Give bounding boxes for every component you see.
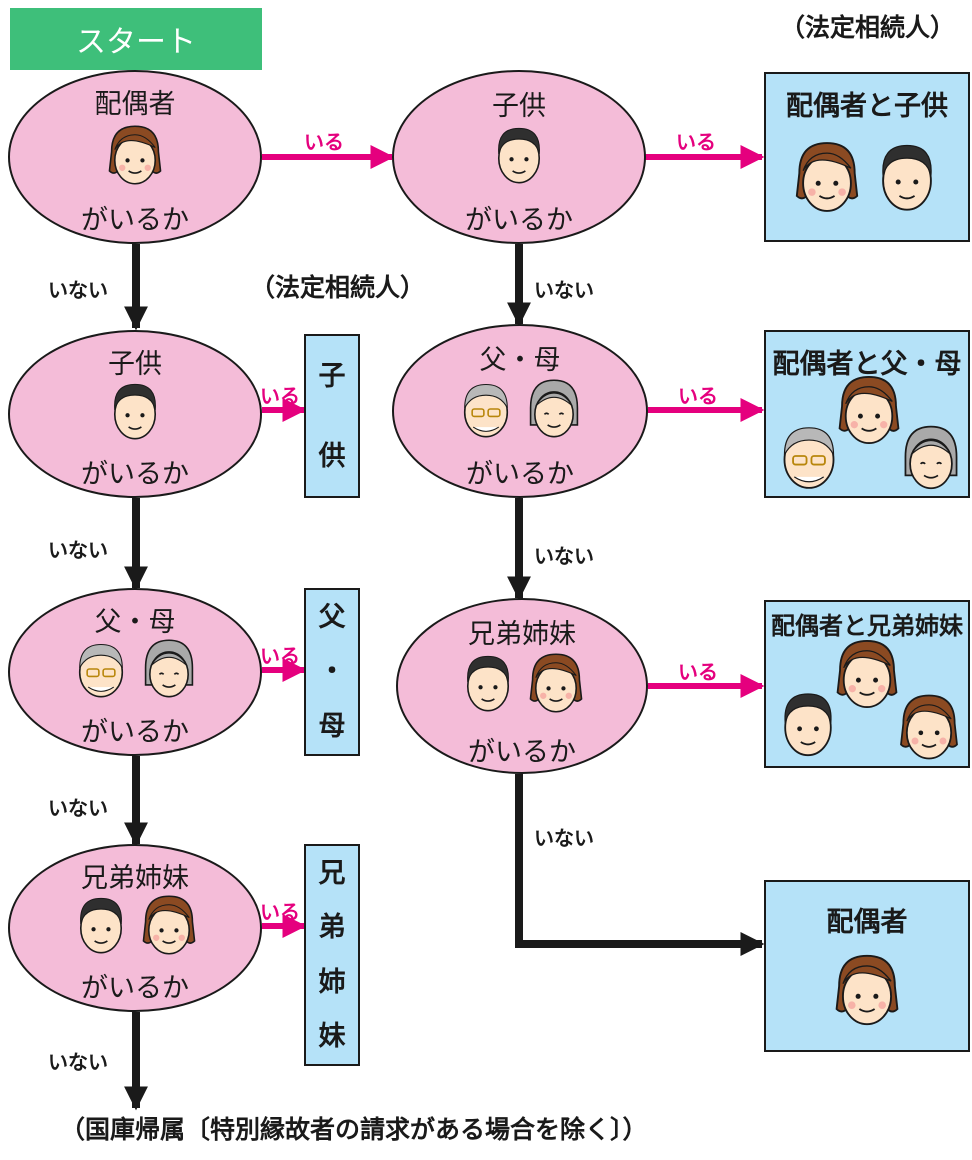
- node-child-right-question: がいるか: [465, 205, 573, 236]
- face-group: [766, 950, 968, 1030]
- man-face-icon: [466, 655, 510, 712]
- result-spouse-siblings-title: 配偶者と兄弟姉妹: [771, 612, 963, 640]
- grandmother-face-icon: [904, 425, 958, 490]
- no-label: いない: [48, 796, 108, 820]
- face-group: [398, 650, 646, 716]
- node-parents-left-question: がいるか: [81, 717, 189, 748]
- no-label: いない: [534, 826, 594, 850]
- grandfather-face-icon: [78, 643, 124, 698]
- yes-label: いる: [678, 384, 718, 408]
- woman-face-icon: [529, 653, 583, 713]
- result-spouse-only-title: 配偶者: [826, 907, 908, 938]
- face-group: [394, 122, 644, 188]
- footer-note: （国庫帰属〔特別縁故者の請求がある場合を除く〕）: [60, 1115, 648, 1144]
- node-child-left-title: 子供: [108, 349, 162, 380]
- heading-middle: （法定相続人）: [250, 273, 426, 302]
- node-parents-right-question: がいるか: [466, 459, 574, 490]
- no-label: いない: [48, 1050, 108, 1074]
- result-char: 母: [318, 711, 346, 743]
- yes-label: いる: [304, 130, 344, 154]
- grandmother-face-icon: [144, 639, 194, 698]
- result-spouse-parents: 配偶者と父・母: [764, 330, 970, 498]
- no-label: いない: [534, 278, 594, 302]
- face-group: [10, 122, 260, 188]
- node-parents-left-title: 父・母: [94, 607, 176, 638]
- result-spouse-parents-title: 配偶者と父・母: [772, 349, 962, 380]
- start-label: スタート: [10, 8, 262, 70]
- grandfather-face-icon: [783, 427, 835, 489]
- node-siblings-right-title: 兄弟姉妹: [468, 619, 576, 650]
- result-char: ・: [318, 656, 346, 688]
- face-group: [10, 378, 260, 444]
- man-face-icon: [79, 897, 123, 954]
- woman-face-icon: [142, 895, 196, 955]
- node-siblings-left-title: 兄弟姉妹: [81, 863, 189, 894]
- man-face-icon: [784, 693, 832, 757]
- node-spouse-title: 配偶者: [94, 89, 176, 120]
- node-siblings-right: 兄弟姉妹 がいるか: [396, 598, 648, 774]
- node-child-left-question: がいるか: [81, 459, 189, 490]
- result-spouse-child: 配偶者と子供: [764, 72, 970, 242]
- result-spouse-siblings: 配偶者と兄弟姉妹: [764, 600, 970, 768]
- node-child-left: 子供 がいるか: [8, 330, 262, 498]
- result-char: 姉: [318, 966, 346, 998]
- result-parents-vertical: 父 ・ 母: [304, 588, 360, 756]
- man-face-icon: [113, 383, 157, 440]
- result-char: 妹: [318, 1021, 346, 1053]
- face-group: [10, 892, 260, 958]
- woman-face-icon: [836, 639, 898, 709]
- result-spouse-child-title: 配偶者と子供: [786, 91, 948, 122]
- face-group: [10, 636, 260, 702]
- node-parents-left: 父・母 がいるか: [8, 588, 262, 756]
- result-char: 子: [318, 360, 346, 392]
- result-char: 父: [318, 601, 346, 633]
- heading-top-right: （法定相続人）: [780, 13, 956, 42]
- node-spouse: 配偶者 がいるか: [8, 70, 262, 244]
- result-char: 弟: [318, 912, 346, 944]
- result-spouse-only: 配偶者: [764, 880, 970, 1052]
- node-parents-right-title: 父・母: [479, 345, 561, 376]
- grandmother-face-icon: [529, 379, 579, 438]
- node-child-right-title: 子供: [492, 91, 546, 122]
- face-group: [394, 376, 646, 442]
- woman-face-icon: [108, 125, 162, 185]
- result-child-vertical: 子 供: [304, 334, 360, 498]
- result-char: 兄: [318, 857, 346, 889]
- node-parents-right: 父・母 がいるか: [392, 324, 648, 498]
- node-spouse-question: がいるか: [81, 205, 189, 236]
- no-label: いない: [48, 278, 108, 302]
- woman-face-icon: [838, 375, 900, 445]
- face-group: [766, 138, 968, 216]
- node-siblings-left: 兄弟姉妹 がいるか: [8, 844, 262, 1012]
- node-siblings-left-question: がいるか: [81, 973, 189, 1004]
- result-char: 供: [318, 440, 346, 472]
- woman-face-icon: [795, 142, 859, 212]
- yes-label: いる: [260, 900, 300, 924]
- no-label: いない: [534, 544, 594, 568]
- no-arrow-right-3: [515, 774, 765, 956]
- grandfather-face-icon: [463, 383, 509, 438]
- woman-face-icon: [900, 694, 958, 760]
- man-face-icon: [497, 127, 541, 184]
- yes-label: いる: [260, 644, 300, 668]
- no-label: いない: [48, 538, 108, 562]
- yes-label: いる: [678, 660, 718, 684]
- yes-label: いる: [676, 130, 716, 154]
- woman-face-icon: [835, 954, 899, 1026]
- yes-label: いる: [260, 384, 300, 408]
- result-siblings-vertical: 兄 弟 姉 妹: [304, 844, 360, 1066]
- man-face-icon: [882, 144, 932, 211]
- node-siblings-right-question: がいるか: [468, 737, 576, 768]
- node-child-right: 子供 がいるか: [392, 70, 646, 244]
